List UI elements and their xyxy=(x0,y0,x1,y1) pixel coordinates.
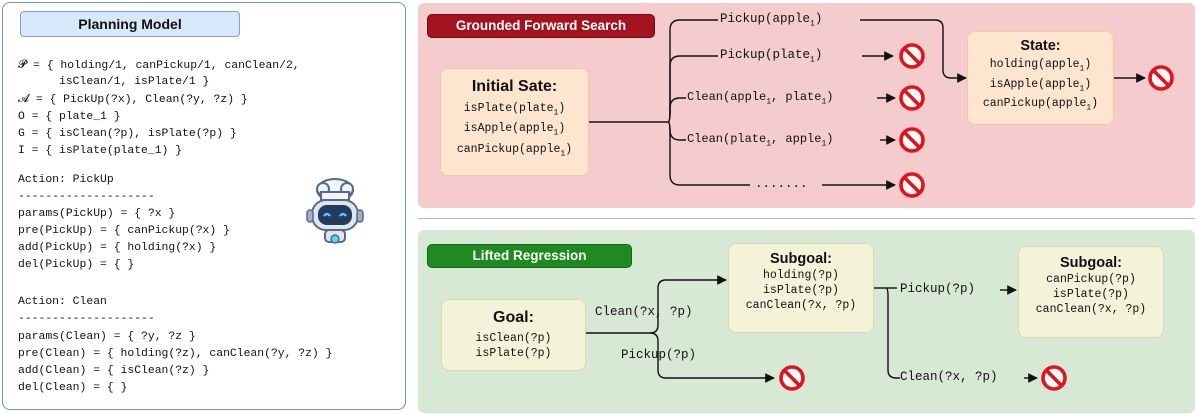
initial-fact: isApple(apple1) xyxy=(463,122,566,138)
edge-ellipsis: ....... xyxy=(755,177,808,191)
prohibited-icon xyxy=(899,85,925,111)
goal-box: Goal: isClean(?p) isPlate(?p) xyxy=(441,299,586,371)
action-clean-divider: -------------------- xyxy=(18,313,155,325)
state-title: State: xyxy=(1020,38,1061,54)
goal-line: G = { isClean(?p), isPlate(?p) } xyxy=(18,128,237,140)
pickup-add: add(PickUp) = { holding(?x) } xyxy=(18,242,217,254)
clean-pre: pre(Clean) = { holding(?z), canClean(?y,… xyxy=(18,348,333,360)
initial-fact: isPlate(plate1) xyxy=(463,102,566,118)
lifted-regression-tag: Lifted Regression xyxy=(427,244,632,268)
predicates-line-1: 𝓟 = { holding/1, canPickup/1, canClean/2… xyxy=(18,60,300,72)
pickup-params: params(PickUp) = { ?x } xyxy=(18,208,176,220)
subgoal-2-title: Subgoal: xyxy=(1059,255,1123,271)
action-pickup-header: Action: PickUp xyxy=(18,174,114,186)
actions-line: 𝓐 = { PickUp(?x), Clean(?y, ?z) } xyxy=(18,94,248,106)
prohibited-icon xyxy=(1148,65,1174,91)
prohibited-icon xyxy=(899,172,925,198)
state-fact: isApple(apple1) xyxy=(989,78,1092,94)
objects-line: O = { plate_1 } xyxy=(18,111,121,123)
subgoal-2-box: Subgoal: canPickup(?p) isPlate(?p) canCl… xyxy=(1018,246,1164,338)
goal-title: Goal: xyxy=(493,309,534,326)
subgoal-1-fact: canClean(?x, ?p) xyxy=(745,299,857,312)
goal-fact: isPlate(?p) xyxy=(475,347,552,360)
goal-fact: isClean(?p) xyxy=(475,332,552,345)
subgoal-1-box: Subgoal: holding(?p) isPlate(?p) canClea… xyxy=(728,243,874,333)
action-pickup-divider: -------------------- xyxy=(18,191,155,203)
forward-search-tag: Grounded Forward Search xyxy=(427,14,655,38)
panel-separator xyxy=(418,218,1195,219)
edge-pickup-goal: Pickup(?p) xyxy=(621,348,697,362)
edge-clean-goal: Clean(?x, ?p) xyxy=(595,305,693,319)
edge-pickup-plate: Pickup(plate1) xyxy=(720,48,823,65)
subgoal-1-fact: holding(?p) xyxy=(763,269,839,282)
initial-fact: canPickup(apple1) xyxy=(456,142,573,158)
pickup-pre: pre(PickUp) = { canPickup(?x) } xyxy=(18,225,230,237)
state-fact: holding(apple1) xyxy=(989,58,1092,74)
state-fact: canPickup(apple1) xyxy=(982,96,1099,112)
robot-chef-icon xyxy=(306,178,364,244)
clean-add: add(Clean) = { isClean(?z) } xyxy=(18,365,210,377)
initial-state-title: Initial Sate: xyxy=(471,78,558,95)
clean-del: del(Clean) = { } xyxy=(18,382,128,394)
subgoal-2-fact: canClean(?x, ?p) xyxy=(1035,303,1147,316)
subgoal-1-fact: isPlate(?p) xyxy=(763,284,839,297)
clean-params: params(Clean) = { ?y, ?z } xyxy=(18,331,196,343)
subgoal-2-fact: canPickup(?p) xyxy=(1046,273,1136,286)
initial-state-box: Initial Sate: isPlate(plate1) isApple(ap… xyxy=(440,68,589,176)
init-line: I = { isPlate(plate_1) } xyxy=(18,145,183,157)
prohibited-icon xyxy=(779,365,805,391)
action-clean-header: Action: Clean xyxy=(18,296,107,308)
prohibited-icon xyxy=(899,127,925,153)
edge-clean-apple-plate: Clean(apple1, plate1) xyxy=(687,90,834,107)
prohibited-icon xyxy=(899,43,925,69)
pickup-del: del(PickUp) = { } xyxy=(18,259,135,271)
forward-branch-lines xyxy=(589,19,967,186)
state-box: State: holding(apple1) isApple(apple1) c… xyxy=(967,31,1114,125)
subgoal-1-title: Subgoal: xyxy=(769,251,833,267)
edge-clean-subgoal: Clean(?x, ?p) xyxy=(900,370,998,384)
edge-pickup-subgoal: Pickup(?p) xyxy=(900,282,976,296)
predicates-line-2: isClean/1, isPlate/1 } xyxy=(18,76,210,88)
edge-clean-plate-apple: Clean(plate1, apple1) xyxy=(687,132,834,149)
planning-model-title: Planning Model xyxy=(20,11,240,37)
subgoal-2-fact: isPlate(?p) xyxy=(1053,288,1129,301)
edge-pickup-apple: Pickup(apple1) xyxy=(720,12,823,29)
prohibited-icon xyxy=(1041,365,1067,391)
